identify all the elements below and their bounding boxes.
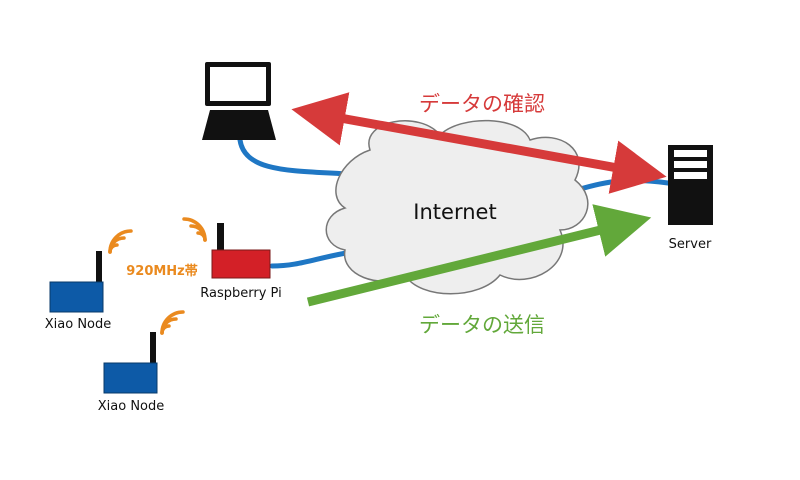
radio-band-label: 920MHz帯 — [126, 263, 198, 279]
raspberry-antenna — [217, 223, 224, 251]
raspberry-pi-label: Raspberry Pi — [200, 286, 281, 301]
laptop-icon — [202, 62, 276, 140]
xiao-node-2-antenna — [150, 332, 156, 364]
data-check-label: データの確認 — [419, 92, 545, 116]
xiao-node-1-device — [49, 251, 104, 313]
wifi-icon-raspberry — [182, 217, 207, 242]
raspberry-pi-device — [211, 223, 271, 279]
cable-raspberry-internet — [269, 249, 355, 269]
xiao-node-2-label: Xiao Node — [98, 399, 165, 414]
xiao-node-2-device — [103, 332, 158, 394]
wifi-icon-xiao-2 — [160, 310, 185, 335]
server-icon — [668, 145, 713, 225]
data-send-label: データの送信 — [419, 313, 545, 337]
server-label: Server — [669, 237, 712, 252]
cable-laptop-internet — [237, 137, 363, 178]
data-check-arrow — [291, 92, 667, 194]
data-send-arrow — [306, 204, 652, 307]
internet-label: Internet — [413, 200, 496, 224]
xiao-node-1-label: Xiao Node — [45, 317, 112, 332]
wifi-icon-xiao-1 — [108, 229, 133, 254]
cable-internet-server — [574, 177, 671, 193]
xiao-node-1-antenna — [96, 251, 102, 283]
